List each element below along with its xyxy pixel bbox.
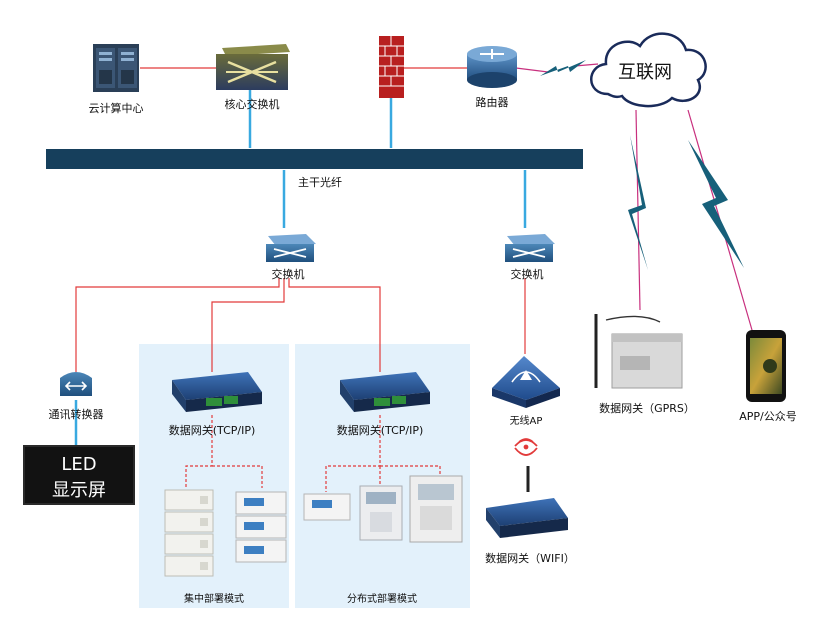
bolt-app: [688, 140, 744, 268]
router-icon: [467, 46, 517, 88]
label-led-line2: 显示屏: [52, 480, 106, 501]
label-internet: 互联网: [618, 62, 672, 83]
label-wireless-ap: 无线AP: [510, 414, 543, 427]
link-router-internet-b: [574, 63, 599, 67]
din-meter-stack: [235, 491, 287, 563]
label-app: APP/公众号: [739, 410, 797, 423]
label-switch-left: 交换机: [272, 267, 305, 281]
bolt-gprs: [628, 135, 648, 270]
gateway-device-icon: [340, 372, 430, 412]
firewall-icon: [379, 36, 404, 98]
led-screen: [23, 445, 135, 505]
cloud-icon: [590, 32, 707, 108]
prepaid-meter: [409, 475, 463, 543]
meter-cabinet-stack: [164, 489, 214, 577]
din-rail-meter: [303, 493, 351, 521]
label-led-line1: LED: [61, 454, 96, 475]
link-switch-converter: [75, 278, 280, 372]
label-gateway-tcp-2: 数据网关(TCP/IP): [337, 423, 424, 437]
dotted-gateway1-meters-b: [212, 465, 263, 488]
dotted-gateway2-meters-b: [380, 465, 441, 476]
dotted-gateway1-meters: [185, 415, 213, 488]
energy-meter: [359, 485, 403, 541]
core-switch-icon: [216, 44, 290, 90]
link-switch-gateway1: [211, 278, 285, 372]
label-gateway-gprs: 数据网关（GPRS）: [599, 401, 695, 415]
label-gateway-tcp-1: 数据网关(TCP/IP): [169, 423, 256, 437]
dotted-gateway2-meters: [325, 415, 381, 492]
network-switch-icon: [505, 234, 555, 262]
label-router: 路由器: [476, 95, 509, 109]
label-comm-converter: 通讯转换器: [49, 407, 104, 421]
backbone-bar: [46, 149, 583, 169]
wifi-signal-icon: [514, 438, 538, 456]
network-switch-icon: [266, 234, 316, 262]
zigzag-router-internet: [540, 60, 586, 76]
gateway-device-icon: [486, 466, 568, 538]
label-switch-right: 交换机: [511, 267, 544, 281]
gateway-device-icon: [172, 372, 262, 412]
link-switch-gateway2: [288, 278, 381, 372]
wireless-ap-icon: [492, 356, 560, 408]
label-gateway-wifi: 数据网关（WIFI）: [485, 551, 575, 565]
label-distributed-mode: 分布式部署模式: [347, 592, 417, 605]
label-core-switch: 核心交换机: [225, 97, 280, 111]
server-rack-icon: [93, 44, 139, 92]
label-centralized-mode: 集中部署模式: [184, 592, 244, 605]
gateway-device-icon: [594, 314, 683, 389]
comm-converter-icon: [60, 372, 92, 396]
smartphone-icon: [746, 330, 786, 402]
label-cloud-center: 云计算中心: [89, 101, 144, 115]
link-router-internet-a: [515, 67, 549, 73]
label-backbone: 主干光纤: [298, 175, 342, 189]
